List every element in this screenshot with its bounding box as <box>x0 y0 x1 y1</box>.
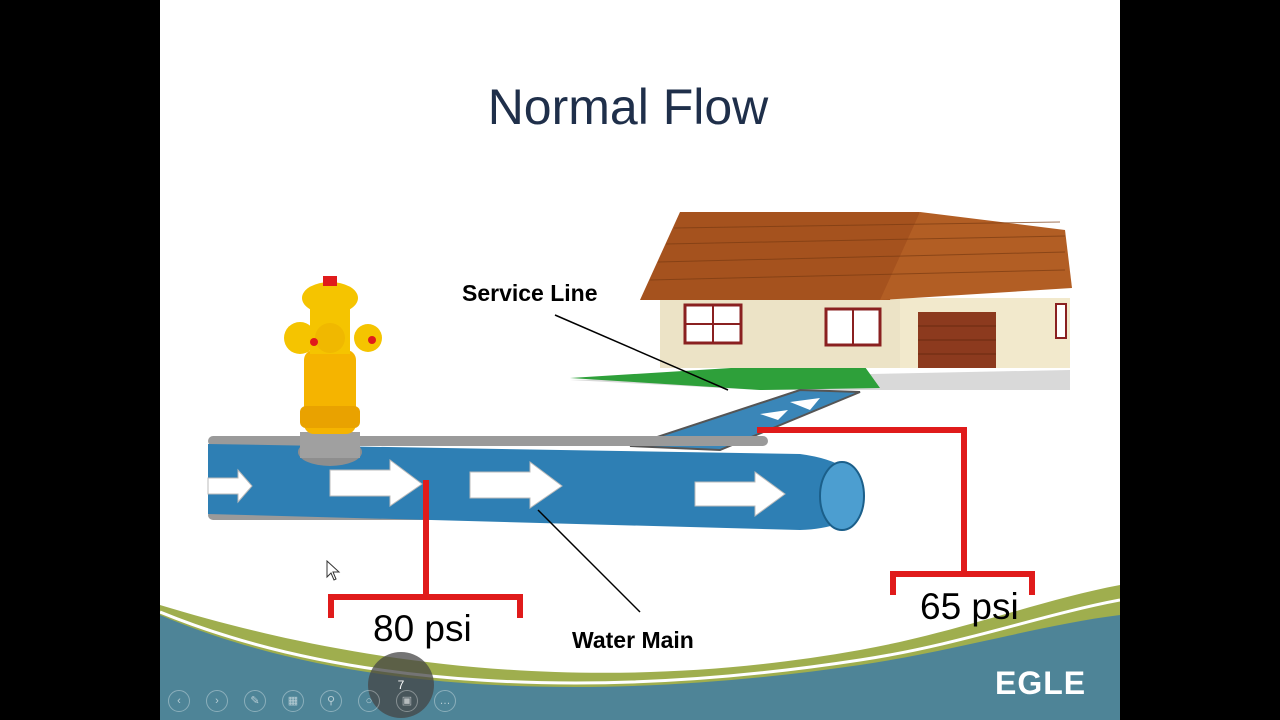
pressure-bracket-right <box>757 427 1035 595</box>
more-icon[interactable]: … <box>434 690 456 712</box>
water-main-pipe <box>207 436 865 531</box>
pointer-icon[interactable]: ○ <box>358 690 380 712</box>
zoom-icon[interactable]: ⚲ <box>320 690 342 712</box>
mouse-cursor-icon <box>326 560 341 581</box>
pressure-bracket-left <box>328 480 523 618</box>
pressure-label-80: 80 psi <box>373 608 472 649</box>
captions-icon[interactable]: ▣ <box>396 690 418 712</box>
service-line-callout <box>554 314 729 391</box>
service-line-label: Service Line <box>462 280 598 306</box>
next-icon[interactable]: › <box>206 690 228 712</box>
slide-title: Normal Flow <box>487 79 769 135</box>
egle-logo: EGLE <box>995 665 1087 701</box>
slide: Normal Flow <box>160 0 1120 720</box>
service-line-pipe <box>629 388 861 452</box>
pressure-label-65: 65 psi <box>920 586 1019 627</box>
water-main-callout <box>537 509 641 613</box>
house <box>570 212 1072 390</box>
slides-icon[interactable]: ▦ <box>282 690 304 712</box>
water-main-label: Water Main <box>572 627 694 653</box>
prev-icon[interactable]: ‹ <box>168 690 190 712</box>
fire-hydrant <box>284 276 382 466</box>
pen-icon[interactable]: ✎ <box>244 690 266 712</box>
